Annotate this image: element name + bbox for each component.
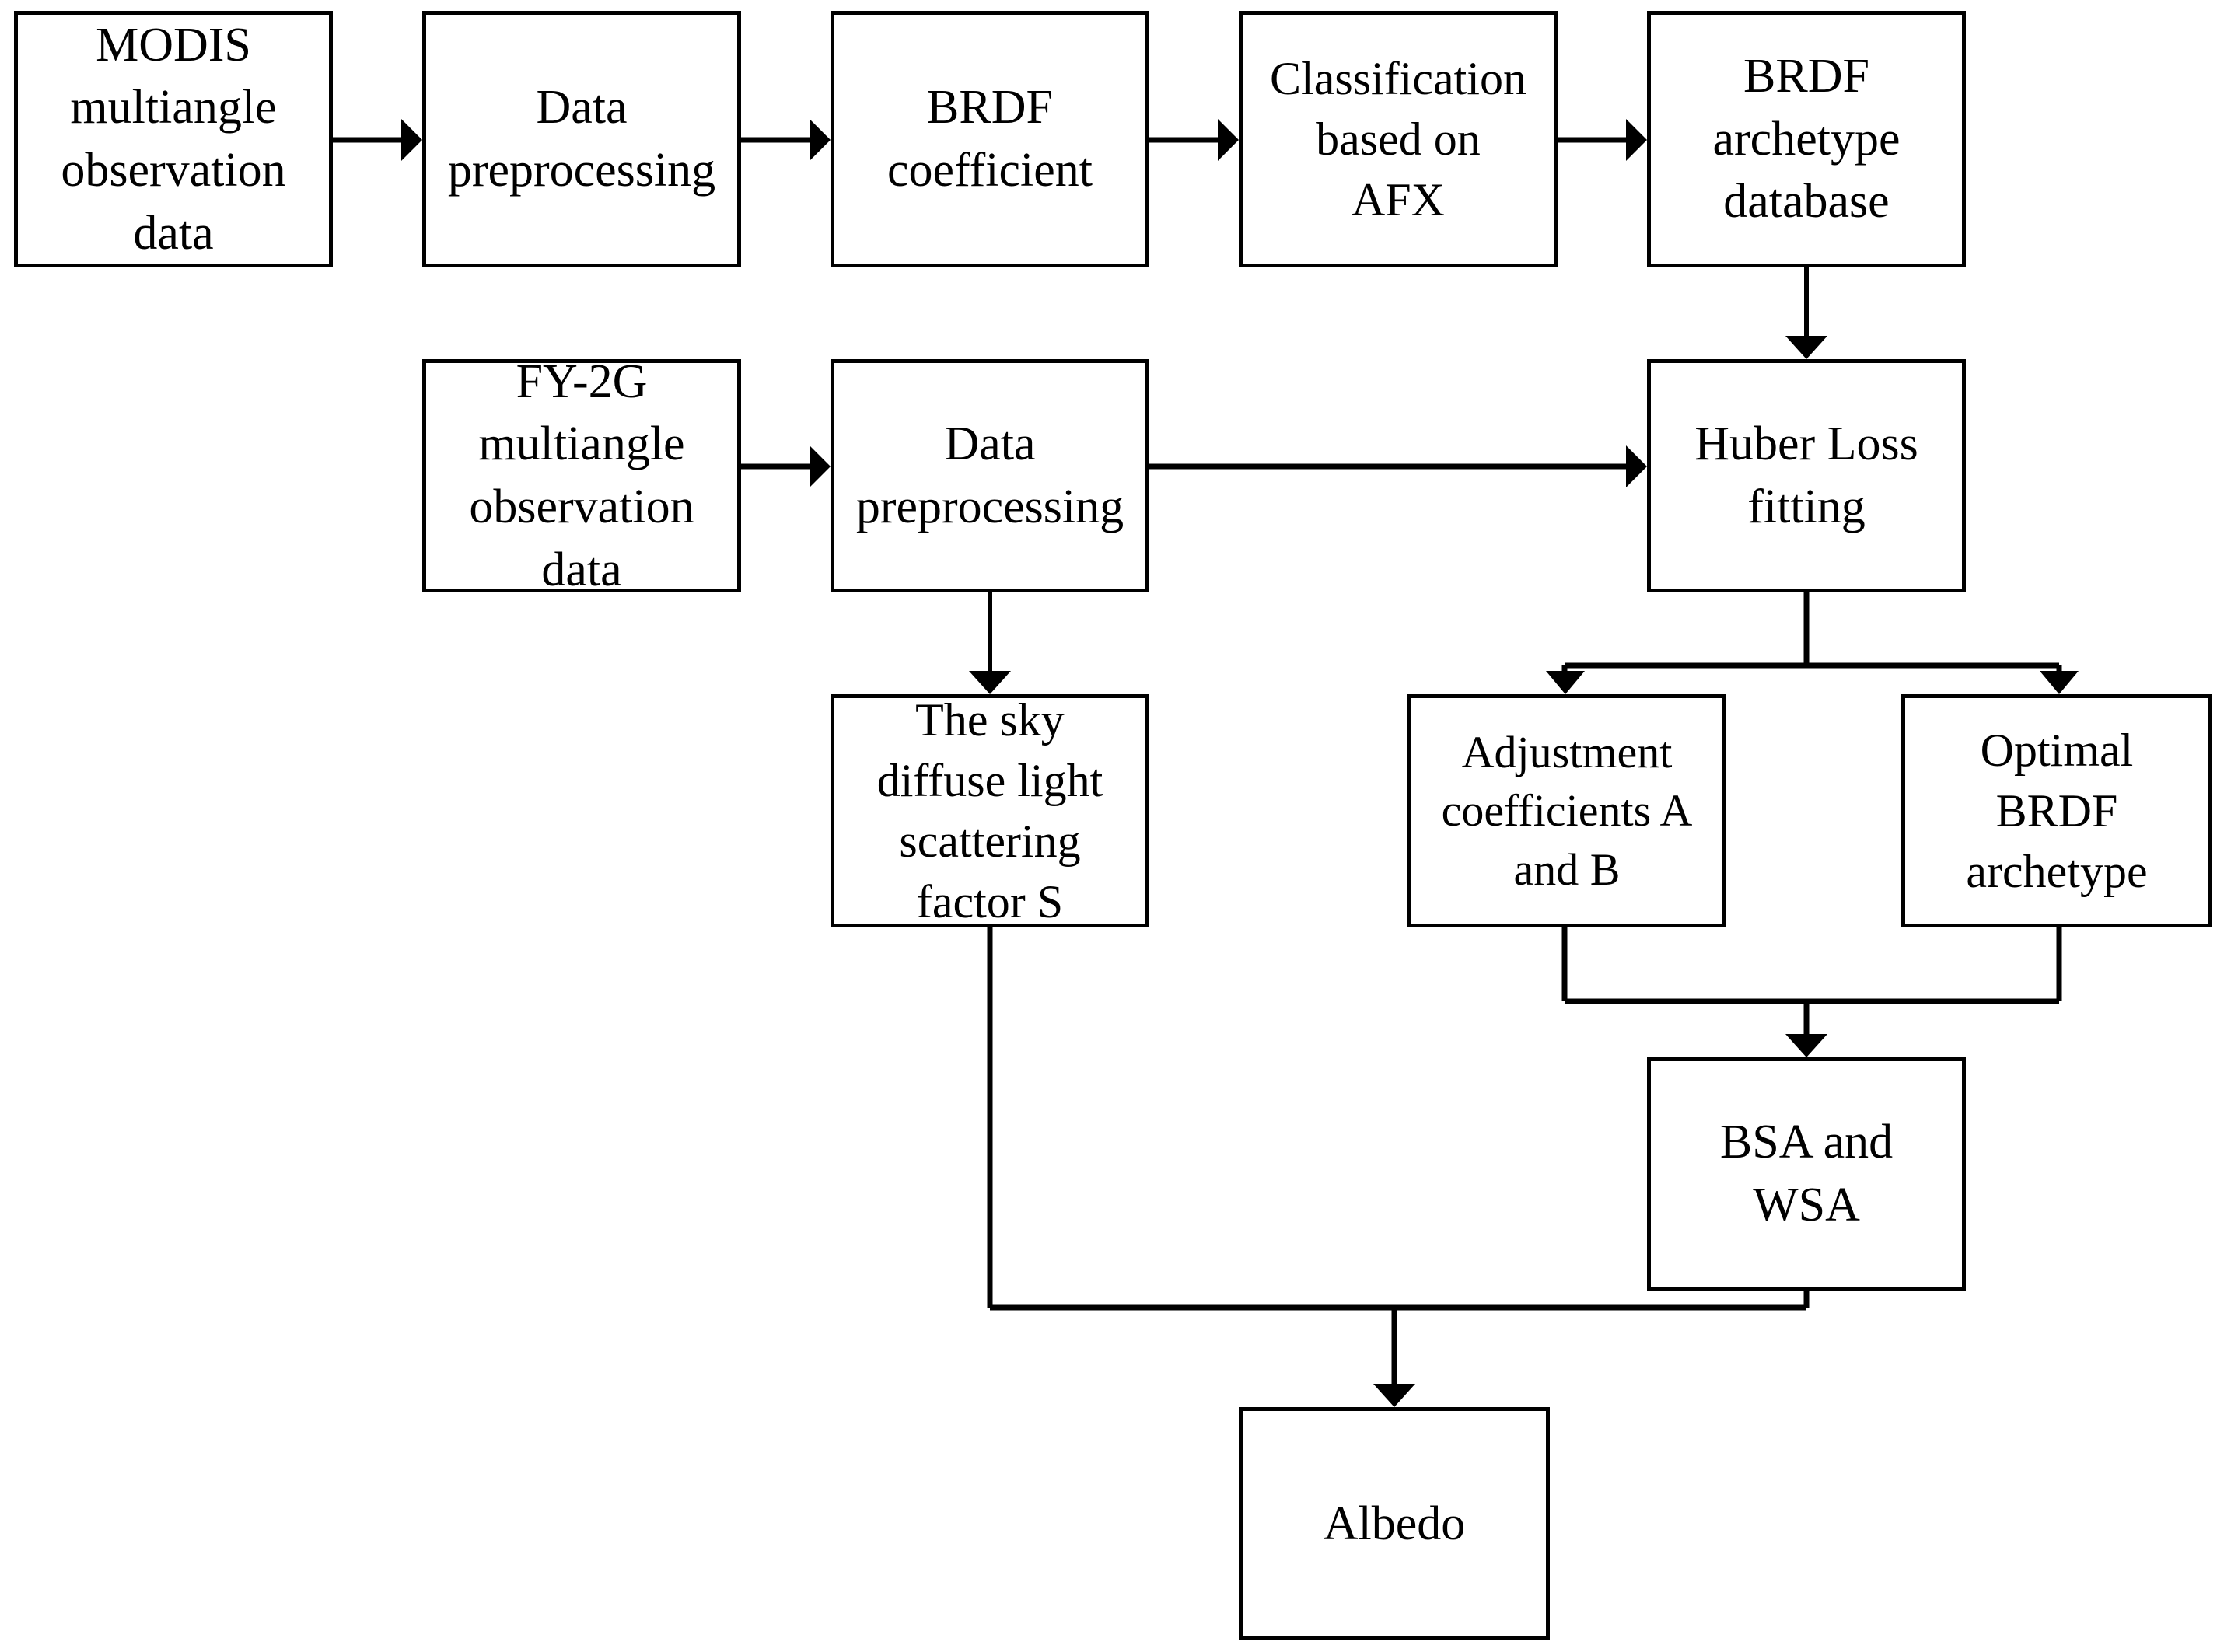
edge-modis-to-preprocessing <box>333 119 422 161</box>
node-adjustment-coefficients-a-and-b[interactable]: Adjustment coefficients A and B <box>1407 694 1726 927</box>
node-huber-loss-fitting[interactable]: Huber Loss fitting <box>1647 359 1966 592</box>
node-sky-diffuse-light-scattering-factor-s[interactable]: The sky diffuse light scattering factor … <box>831 694 1149 927</box>
edge-merge-to-albedo <box>987 927 1810 1407</box>
node-data-preprocessing-fy2g[interactable]: Data preprocessing <box>831 359 1149 592</box>
edge-classification-to-archetype-database <box>1558 119 1647 161</box>
edge-huber-loss-split <box>1546 592 2079 694</box>
edge-archetype-database-to-huber-loss <box>1785 267 1827 359</box>
node-brdf-archetype-database[interactable]: BRDF archetype database <box>1647 11 1966 267</box>
edge-brdf-coefficient-to-classification <box>1149 119 1239 161</box>
edge-preprocessing-to-huber-loss <box>1149 445 1647 487</box>
node-bsa-and-wsa[interactable]: BSA and WSA <box>1647 1057 1966 1291</box>
edge-merge-to-bsa-wsa <box>1561 927 2062 1057</box>
node-classification-based-on-afx[interactable]: Classification based on AFX <box>1239 11 1558 267</box>
node-albedo[interactable]: Albedo <box>1239 1407 1550 1640</box>
node-modis-multiangle-observation-data[interactable]: MODIS multiangle observation data <box>14 11 333 267</box>
edge-fy2g-to-preprocessing <box>741 445 831 487</box>
node-data-preprocessing-modis[interactable]: Data preprocessing <box>422 11 741 267</box>
edge-preprocessing-to-brdf-coefficient <box>741 119 831 161</box>
node-fy2g-multiangle-observation-data[interactable]: FY-2G multiangle observation data <box>422 355 741 596</box>
edge-preprocessing-to-sky-diffuse-factor <box>969 592 1011 694</box>
node-brdf-coefficient[interactable]: BRDF coefficient <box>831 11 1149 267</box>
node-optimal-brdf-archetype[interactable]: Optimal BRDF archetype <box>1901 694 2212 927</box>
